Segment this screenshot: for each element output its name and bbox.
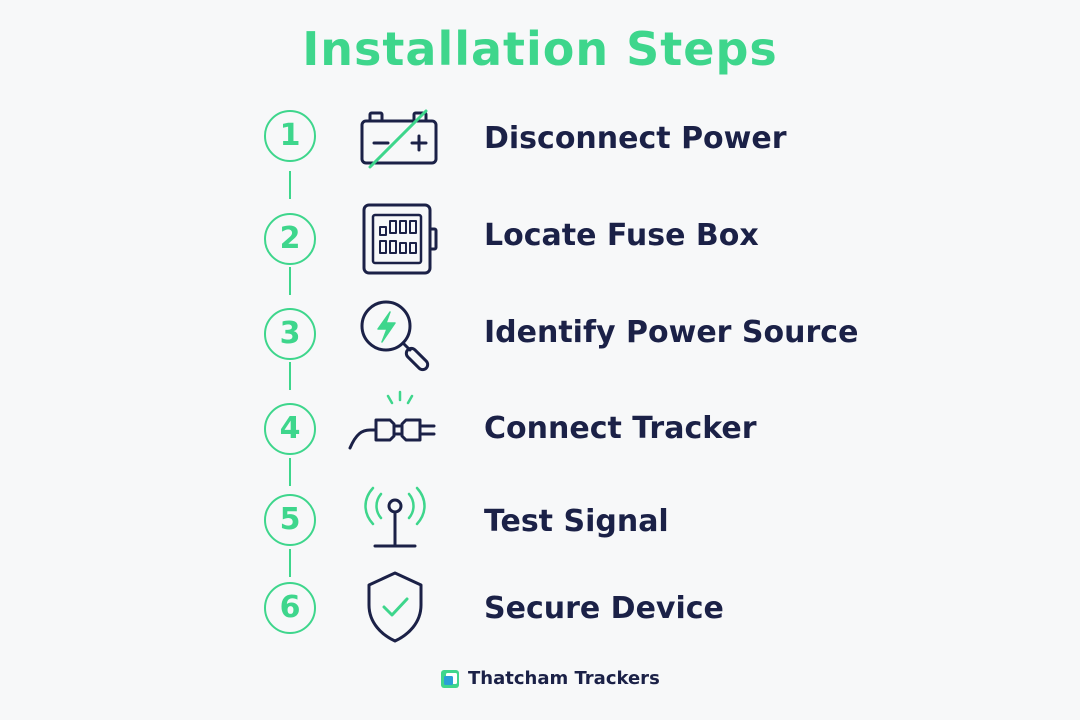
step-number-4: 4 xyxy=(264,403,316,455)
magnifier-lightning-icon xyxy=(340,288,450,378)
page-title: Installation Steps xyxy=(302,22,778,76)
step-label-1: Disconnect Power xyxy=(484,121,787,156)
step-connector xyxy=(289,171,291,199)
step-number-6: 6 xyxy=(264,582,316,634)
antenna-signal-icon xyxy=(340,478,450,568)
shield-check-icon xyxy=(340,563,450,653)
brand: Thatcham Trackers xyxy=(440,668,660,689)
step-label-3: Identify Power Source xyxy=(484,315,859,350)
step-number-2: 2 xyxy=(264,213,316,265)
square-logo-icon xyxy=(440,669,460,689)
step-number-1: 1 xyxy=(264,110,316,162)
step-connector xyxy=(289,362,291,390)
plug-connect-icon xyxy=(340,384,450,474)
step-connector xyxy=(289,458,291,486)
step-connector xyxy=(289,267,291,295)
step-label-2: Locate Fuse Box xyxy=(484,218,759,253)
step-label-5: Test Signal xyxy=(484,504,669,539)
step-label-4: Connect Tracker xyxy=(484,411,757,446)
step-connector xyxy=(289,549,291,577)
brand-name: Thatcham Trackers xyxy=(468,668,660,689)
step-number-5: 5 xyxy=(264,494,316,546)
step-number-3: 3 xyxy=(264,308,316,360)
step-label-6: Secure Device xyxy=(484,591,724,626)
fuse-box-icon xyxy=(340,195,450,285)
car-battery-disconnected-icon xyxy=(340,95,450,185)
